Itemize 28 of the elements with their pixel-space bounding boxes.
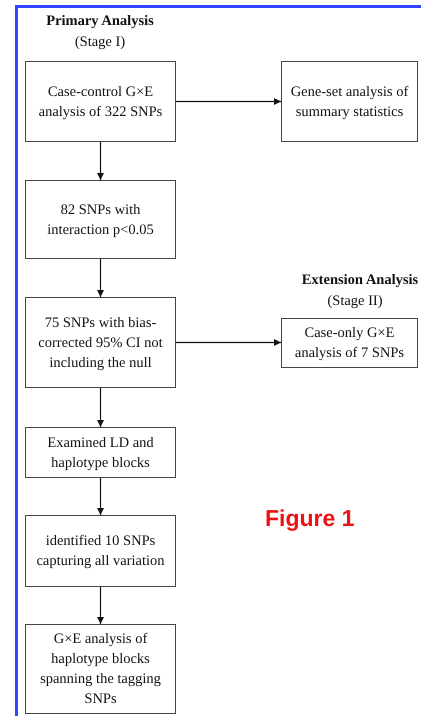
process-box	[25, 624, 176, 714]
arrow	[176, 339, 281, 346]
arrow	[97, 388, 104, 427]
arrow	[97, 587, 104, 624]
process-box	[25, 297, 176, 388]
box-text: identified 10 SNPs capturing all variation	[35, 532, 166, 571]
box-text: Case-only G×E analysis of 7 SNPs	[294, 324, 406, 363]
box-text: Case-control G×E analysis of 322 SNPs	[38, 82, 164, 122]
stage-heading: Extension Analysis	[300, 271, 420, 290]
arrow	[97, 478, 104, 515]
process-box	[25, 61, 176, 142]
arrow	[176, 98, 281, 105]
process-box	[25, 180, 176, 259]
process-box	[25, 427, 176, 478]
stage-subheading: (Stage I)	[74, 33, 126, 52]
arrow	[97, 259, 104, 297]
box-text: Gene-set analysis of summary statistics	[290, 82, 410, 122]
process-box	[281, 318, 418, 368]
process-box	[25, 515, 176, 587]
box-text: 82 SNPs with interaction p<0.05	[46, 200, 155, 240]
box-text: 75 SNPs with bias-corrected 95% CI not including the null	[37, 314, 164, 372]
stage-heading: Primary Analysis	[45, 12, 155, 31]
box-text: Examined LD and haplotype blocks	[46, 434, 155, 472]
stage-subheading: (Stage II)	[326, 292, 384, 311]
arrow	[97, 142, 104, 180]
box-text: G×E analysis of haplotype blocks spanning the tagging SNPs	[39, 630, 162, 709]
figure-label: Figure 1	[265, 505, 354, 532]
process-box	[281, 61, 418, 142]
